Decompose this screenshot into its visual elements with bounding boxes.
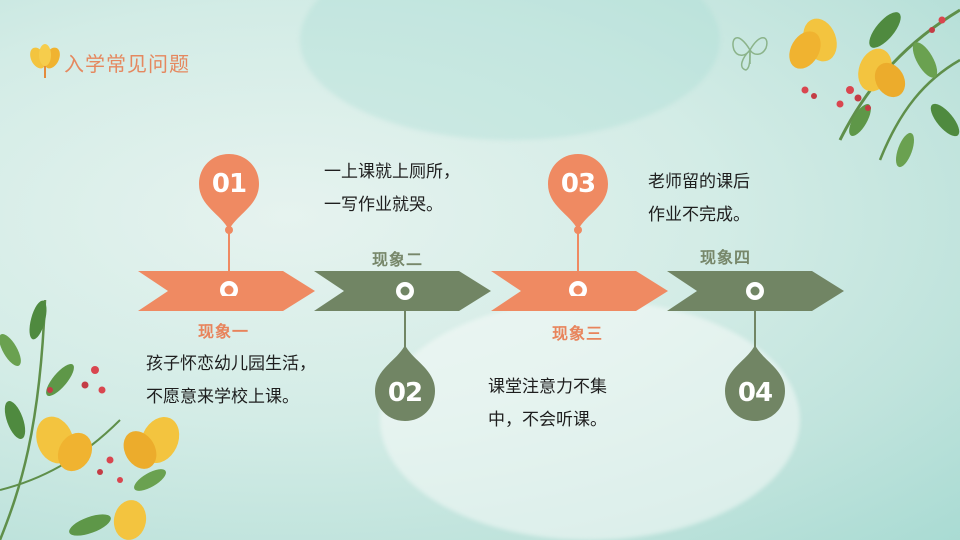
floral-decoration-top-right: [789, 8, 960, 168]
desc-line: 老师留的课后: [648, 172, 750, 192]
background-wash-top: [300, 0, 720, 140]
pin-shape: [548, 154, 608, 230]
page-title: 入学常见问题: [64, 52, 190, 76]
step-marker-2: 02: [375, 345, 435, 423]
step-number-4: 04: [737, 378, 773, 408]
pin-shape: [199, 154, 259, 230]
desc-line: 一写作业就哭。: [324, 195, 443, 215]
step-description-3: 课堂注意力不集 中，不会听课。: [488, 371, 607, 437]
flower-logo-icon: [30, 44, 60, 78]
step-label-3: 现象三: [552, 324, 604, 343]
step-number-2: 02: [387, 378, 423, 408]
desc-line: 课堂注意力不集: [488, 377, 607, 397]
desc-line: 孩子怀恋幼儿园生活，: [146, 354, 316, 374]
step-number-3: 03: [560, 169, 596, 199]
step-label-2: 现象二: [372, 250, 424, 269]
butterfly-icon: [732, 37, 768, 71]
step-label-4: 现象四: [700, 248, 752, 267]
step-number-1: 01: [211, 169, 247, 199]
pin-shape: [725, 345, 785, 421]
step-marker-4: 04: [725, 345, 785, 423]
step-description-1: 孩子怀恋幼儿园生活， 不愿意来学校上课。: [146, 348, 316, 414]
connector-3: [569, 226, 587, 296]
step-marker-1: 01: [199, 152, 259, 230]
pin-shape: [375, 345, 435, 421]
desc-line: 中，不会听课。: [488, 410, 607, 430]
step-label-1: 现象一: [198, 322, 250, 341]
desc-line: 一上课就上厕所，: [324, 162, 460, 182]
desc-line: 不愿意来学校上课。: [146, 387, 299, 407]
desc-line: 作业不完成。: [648, 205, 750, 225]
step-marker-3: 03: [548, 152, 608, 230]
floral-decoration-bottom-left: [0, 299, 180, 540]
background-wash-center: [380, 300, 800, 540]
step-description-2: 一上课就上厕所， 一写作业就哭。: [324, 156, 460, 222]
step-description-4: 老师留的课后 作业不完成。: [648, 166, 750, 232]
connector-1: [220, 226, 238, 296]
